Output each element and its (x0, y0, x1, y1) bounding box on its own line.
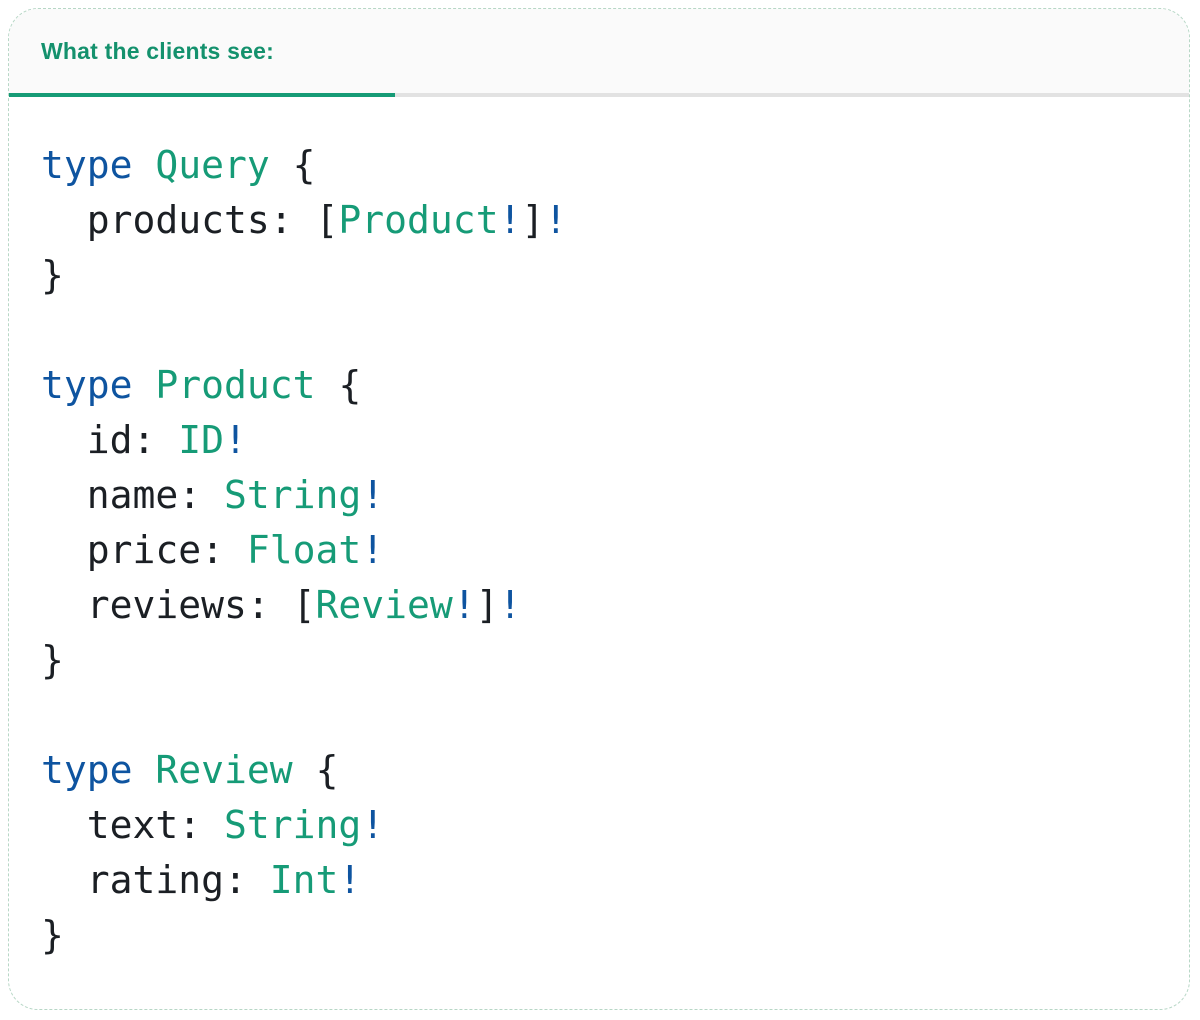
code-token: type (41, 143, 133, 187)
code-token: { (292, 748, 339, 792)
code-token: ! (361, 803, 385, 847)
code-token: Product (155, 363, 316, 407)
code-token: products: [ (41, 198, 339, 242)
code-token: ] (475, 583, 499, 627)
code-block: type Query { products: [Product!]! } typ… (41, 138, 1159, 963)
code-token: String (224, 473, 362, 517)
code-token: ! (452, 583, 476, 627)
code-token: reviews: [ (41, 583, 316, 627)
code-token: String (224, 803, 362, 847)
code-token (133, 143, 156, 187)
code-token (133, 748, 156, 792)
code-token: ! (361, 473, 385, 517)
schema-card: What the clients see: type Query { produ… (8, 8, 1190, 1010)
code-token: } (41, 638, 64, 682)
code-token: Query (155, 143, 270, 187)
code-token: ! (544, 198, 568, 242)
code-token: ! (498, 583, 522, 627)
code-token: ! (338, 858, 362, 902)
code-token: id: (41, 418, 179, 462)
code-token: ID (178, 418, 225, 462)
code-area: type Query { products: [Product!]! } typ… (9, 97, 1189, 963)
code-token: } (41, 253, 64, 297)
tab-bar-divider (9, 93, 1189, 97)
code-token: Product (338, 198, 499, 242)
code-token: rating: (41, 858, 270, 902)
tab-bar: What the clients see: (9, 9, 1189, 93)
active-tab-underline (9, 93, 395, 97)
code-token (133, 363, 156, 407)
code-token: type (41, 363, 133, 407)
code-token: { (269, 143, 316, 187)
code-token: ] (521, 198, 545, 242)
code-token: Review (155, 748, 293, 792)
code-token: ! (224, 418, 247, 462)
code-token: name: (41, 473, 225, 517)
code-token: price: (41, 528, 247, 572)
code-token: { (315, 363, 362, 407)
code-token: Review (315, 583, 453, 627)
code-token: } (41, 913, 64, 957)
code-token: type (41, 748, 133, 792)
code-token: text: (41, 803, 225, 847)
code-token: Float (246, 528, 362, 572)
code-token: ! (361, 528, 385, 572)
code-token: ! (498, 198, 522, 242)
code-token: Int (269, 858, 339, 902)
tab-clients-view[interactable]: What the clients see: (41, 37, 274, 64)
